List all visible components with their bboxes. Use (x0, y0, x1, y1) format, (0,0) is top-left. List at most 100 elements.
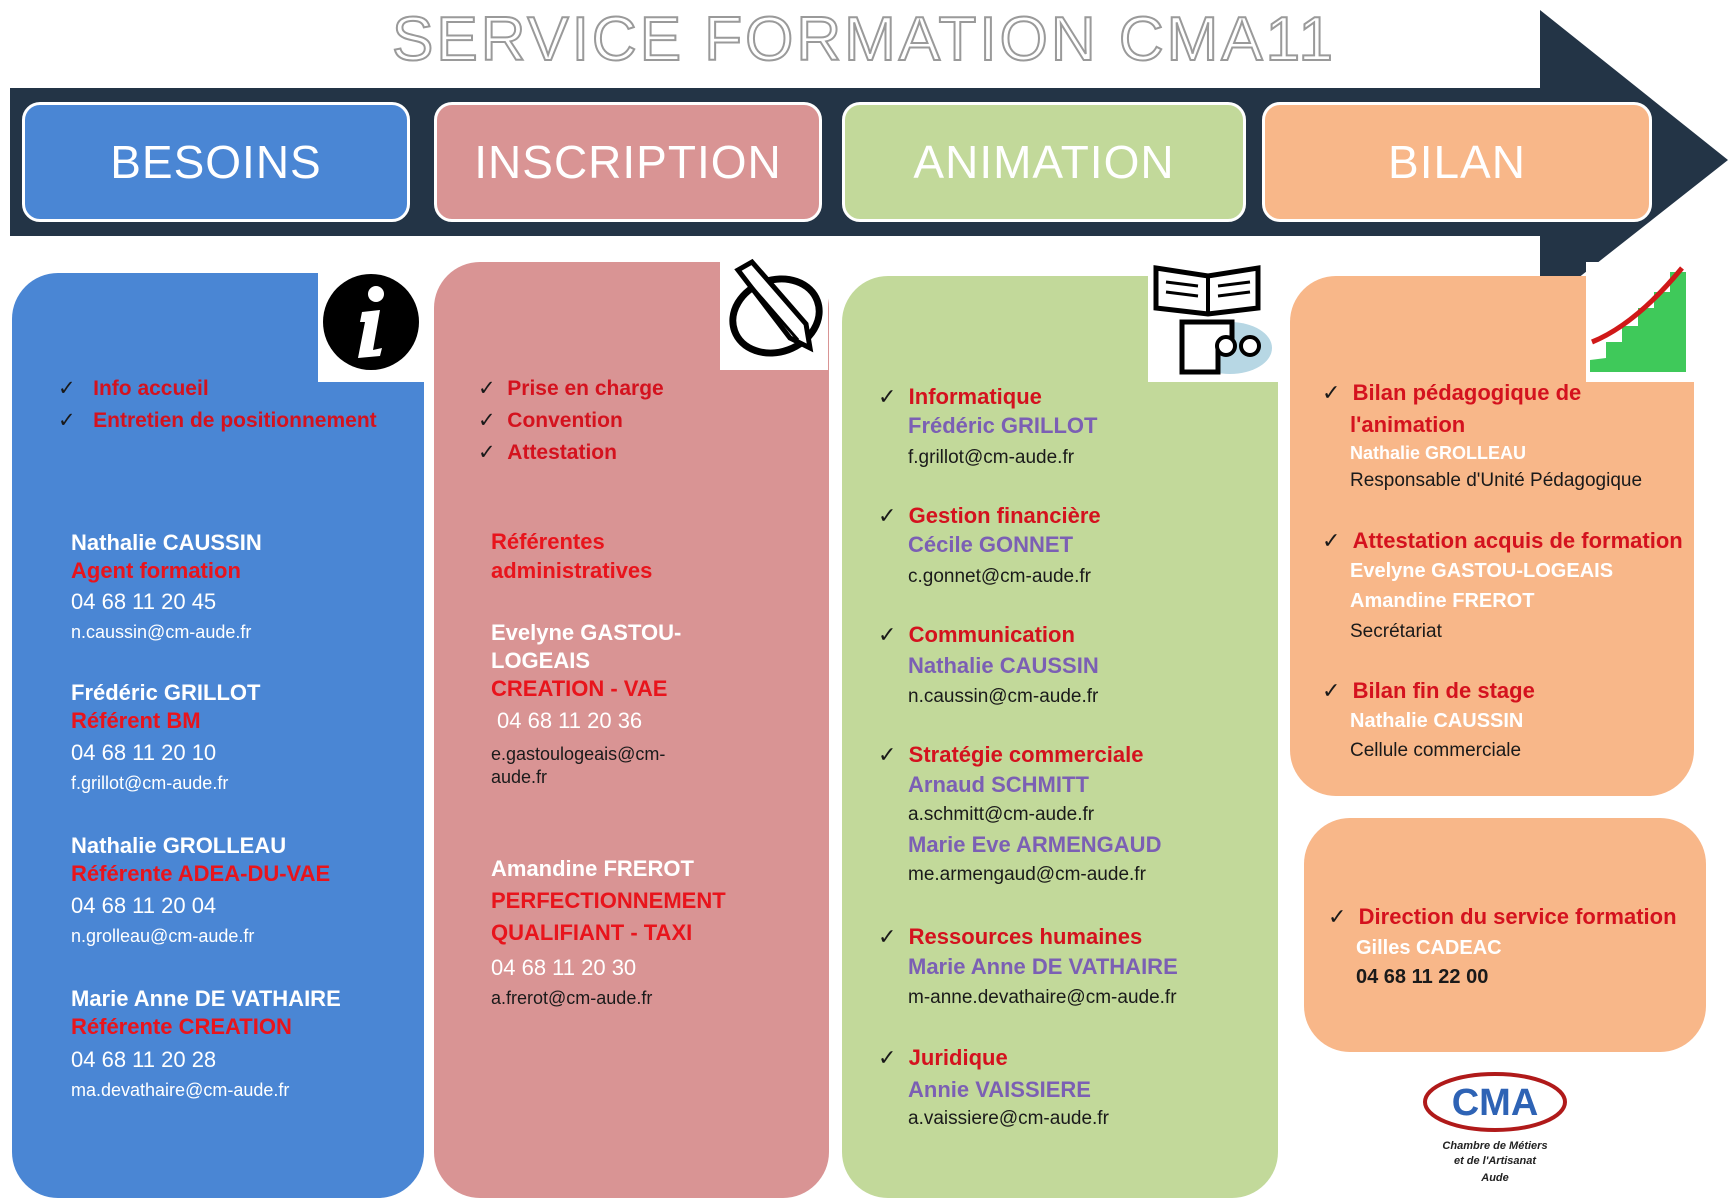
contact-email: ma.devathaire@cm-aude.fr (71, 1080, 290, 1100)
check-icon: ✓ (878, 742, 897, 767)
animation-email: f.grillot@cm-aude.fr (908, 447, 1075, 468)
pencil-icon-box (720, 256, 828, 370)
animation-topic: ✓ Informatique (878, 384, 1042, 409)
animation-email: a.vaissiere@cm-aude.fr (908, 1108, 1109, 1129)
contact-name: LOGEAIS (491, 648, 591, 673)
logo-line: Aude (1481, 1172, 1509, 1184)
bilan-role: Secrétariat (1350, 621, 1442, 642)
contact-phone: 04 68 11 20 30 (491, 955, 637, 980)
check-icon: ✓ (878, 503, 897, 528)
info-icon-box (318, 262, 424, 382)
svg-text:CMA: CMA (1452, 1082, 1539, 1124)
contact-email: aude.fr (491, 767, 548, 787)
check-icon: ✓ (878, 1045, 897, 1070)
animation-name: Frédéric GRILLOT (908, 413, 1098, 438)
bilan-topic: l'animation (1350, 412, 1466, 437)
contact-role: QUALIFIANT - TAXI (491, 920, 693, 945)
stage-inscription: INSCRIPTION (434, 102, 822, 222)
contact-email: n.caussin@cm-aude.fr (71, 622, 252, 642)
animation-name: Arnaud SCHMITT (908, 772, 1089, 797)
contact-phone: 04 68 11 20 04 (71, 893, 217, 918)
section-heading: Référentes (491, 529, 605, 554)
animation-name: Cécile GONNET (908, 532, 1074, 557)
besoins-item: ✓ Info accueil (58, 377, 209, 400)
contact-role: PERFECTIONNEMENT (491, 888, 726, 913)
contact-email: a.frerot@cm-aude.fr (491, 988, 653, 1008)
contact-role: Référente CREATION (71, 1014, 292, 1039)
bilan-role: Cellule commerciale (1350, 740, 1522, 761)
contact-email: f.grillot@cm-aude.fr (71, 773, 229, 793)
check-icon: ✓ (1328, 904, 1347, 929)
contact-name: Amandine FREROT (491, 856, 694, 881)
check-icon: ✓ (478, 377, 496, 400)
animation-panel (842, 276, 1278, 1198)
contact-phone: 04 68 11 20 36 (497, 708, 643, 733)
contact-name: Nathalie CAUSSIN (71, 530, 262, 555)
bilan-name: Nathalie CAUSSIN (1350, 710, 1524, 732)
inscription-item: ✓ Prise en charge (478, 377, 664, 400)
besoins-panel (12, 273, 424, 1198)
inscription-item: ✓ Attestation (478, 441, 617, 464)
stage-besoins: BESOINS (22, 102, 410, 222)
animation-email: a.schmitt@cm-aude.fr (908, 804, 1095, 825)
animation-email: c.gonnet@cm-aude.fr (908, 566, 1091, 587)
direction-panel (1304, 818, 1706, 1052)
bilan-name: Evelyne GASTOU-LOGEAIS (1350, 560, 1614, 582)
bilan-name: Amandine FREROT (1350, 590, 1535, 612)
svg-text:SERVICE FORMATION CMA11: SERVICE FORMATION CMA11 (392, 5, 1336, 74)
logo-line: et de l'Artisanat (1453, 1155, 1537, 1167)
animation-topic: ✓ Juridique (878, 1045, 1008, 1070)
contact-phone: 04 68 11 20 45 (71, 589, 217, 614)
logo-line: Chambre de Métiers (1442, 1140, 1548, 1152)
check-icon: ✓ (1322, 678, 1341, 703)
besoins-item: ✓ Entretien de positionnement (58, 409, 377, 432)
direction-name: Gilles CADEAC (1356, 937, 1502, 959)
chart-icon-box (1586, 262, 1694, 382)
animation-topic: ✓ Ressources humaines (878, 924, 1143, 949)
check-icon: ✓ (58, 377, 76, 400)
contact-role: Référente ADEA-DU-VAE (71, 861, 331, 886)
section-heading: administratives (491, 558, 653, 583)
bilan-role: Responsable d'Unité Pédagogique (1350, 470, 1643, 491)
pencil-icon (729, 258, 823, 357)
check-icon: ✓ (878, 924, 897, 949)
check-icon: ✓ (478, 441, 496, 464)
reader-book-icon (1153, 265, 1272, 375)
check-icon: ✓ (58, 409, 76, 432)
cma-logo: CMA Chambre de Métiers et de l'Artisanat… (1420, 1068, 1570, 1192)
check-icon: ✓ (878, 622, 897, 647)
check-icon: ✓ (1322, 528, 1341, 553)
animation-name: Annie VAISSIERE (908, 1077, 1091, 1102)
contact-name: Marie Anne DE VATHAIRE (71, 986, 341, 1011)
contact-role: Référent BM (71, 708, 201, 733)
animation-email: m-anne.devathaire@cm-aude.fr (908, 987, 1177, 1008)
cma-logo-mark: CMA (1423, 1072, 1567, 1132)
stage-bilan: BILAN (1262, 102, 1652, 222)
inscription-item: ✓ Convention (478, 409, 623, 432)
inscription-panel (434, 262, 829, 1198)
contact-role: CREATION - VAE (491, 676, 668, 701)
direction-topic: ✓ Direction du service formation (1328, 904, 1677, 929)
contact-phone: 04 68 11 20 10 (71, 740, 217, 765)
animation-email: me.armengaud@cm-aude.fr (908, 864, 1146, 885)
animation-email: n.caussin@cm-aude.fr (908, 686, 1099, 707)
check-icon: ✓ (1322, 380, 1341, 405)
contact-role: Agent formation (71, 558, 241, 583)
animation-name: Marie Anne DE VATHAIRE (908, 954, 1178, 979)
animation-name: Nathalie CAUSSIN (908, 653, 1099, 678)
contact-name: Evelyne GASTOU- (491, 620, 682, 645)
animation-topic: ✓ Communication (878, 622, 1075, 647)
bilan-topic: ✓ Bilan fin de stage (1322, 678, 1535, 703)
contact-email: n.grolleau@cm-aude.fr (71, 926, 255, 946)
info-icon (323, 274, 419, 370)
page-title: SERVICE FORMATION CMA11 (391, 4, 1336, 74)
bilan-topic: ✓ Bilan pédagogique de (1322, 380, 1582, 405)
bilan-topic: ✓ Attestation acquis de formation (1322, 528, 1683, 553)
check-icon: ✓ (878, 384, 897, 409)
contact-name: Nathalie GROLLEAU (71, 833, 287, 858)
contact-email: e.gastoulogeais@cm- (491, 744, 666, 764)
stage-animation: ANIMATION (842, 102, 1246, 222)
animation-topic: ✓ Gestion financière (878, 503, 1101, 528)
contact-phone: 04 68 11 20 28 (71, 1047, 217, 1072)
reader-icon-box (1148, 262, 1278, 382)
